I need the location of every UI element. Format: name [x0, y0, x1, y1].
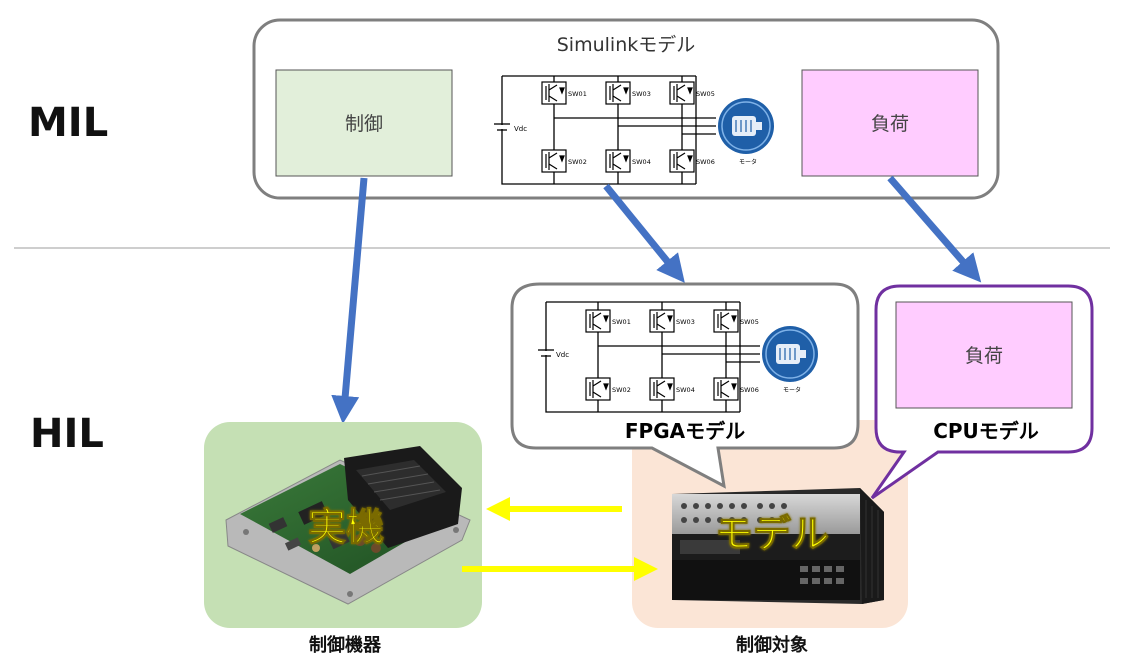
sw01-label: SW01	[568, 90, 587, 98]
sim-overlay-label: モデル	[715, 512, 829, 556]
fpga-sw01-label: SW01	[612, 318, 631, 326]
motor-label: モータ	[739, 158, 757, 166]
cpu-load-label: 負荷	[965, 345, 1003, 367]
fpga-motor-label: モータ	[783, 386, 801, 394]
arrow-control-to-ecu	[331, 177, 368, 424]
inverter-circuit-fpga: Vdc SW01 SW03 SW05 SW02 SW04 SW06	[538, 301, 818, 413]
fpga-sw03-label: SW03	[676, 318, 695, 326]
load-block	[801, 69, 979, 177]
sw02-label: SW02	[568, 158, 587, 166]
arrow-inverter-to-fpga	[603, 183, 685, 283]
sim-caption: 制御対象	[736, 634, 808, 656]
simulink-title: Simulinkモデル	[557, 34, 696, 56]
fpga-sw04-label: SW04	[676, 386, 695, 394]
motor-icon	[762, 326, 818, 382]
sw03-label: SW03	[632, 90, 651, 98]
arrow-load-to-cpu	[887, 175, 982, 283]
fpga-caption: FPGAモデル	[625, 419, 745, 443]
cpu-load-block	[895, 301, 1073, 409]
hil-simulator-icon	[672, 488, 884, 604]
vdc-label-fpga: Vdc	[556, 351, 569, 359]
cpu-caption: CPUモデル	[933, 419, 1039, 443]
motor-icon	[718, 98, 774, 154]
mil-label: MIL	[28, 100, 108, 146]
vdc-label: Vdc	[514, 125, 527, 133]
fpga-sw06-label: SW06	[740, 386, 759, 394]
load-label: 負荷	[871, 113, 909, 135]
sw05-label: SW05	[696, 90, 715, 98]
sw06-label: SW06	[696, 158, 715, 166]
fpga-sw02-label: SW02	[612, 386, 631, 394]
control-block	[275, 69, 453, 177]
hil-label: HIL	[30, 411, 104, 457]
inverter-circuit-simulink: Vdc SW01 SW03 SW05 SW02 SW04 SW06	[494, 70, 780, 185]
ecu-overlay-label: 実機	[308, 505, 384, 549]
sw04-label: SW04	[632, 158, 651, 166]
ecu-caption: 制御機器	[309, 634, 382, 656]
fpga-sw05-label: SW05	[740, 318, 759, 326]
control-label: 制御	[345, 113, 383, 135]
ecu-board-icon	[225, 446, 471, 605]
